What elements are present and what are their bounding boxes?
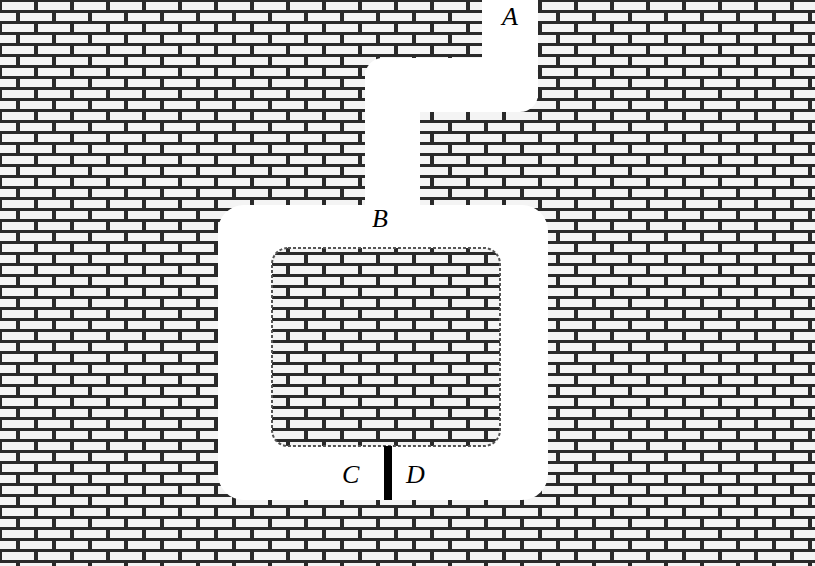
corridor-loop — [218, 205, 548, 500]
point-label: B — [370, 206, 390, 232]
point-label: C — [340, 462, 361, 488]
corridor — [218, 0, 548, 500]
point-label: D — [404, 462, 427, 488]
brick-island — [272, 248, 500, 446]
point-label: A — [500, 4, 520, 30]
barrier — [384, 446, 392, 500]
